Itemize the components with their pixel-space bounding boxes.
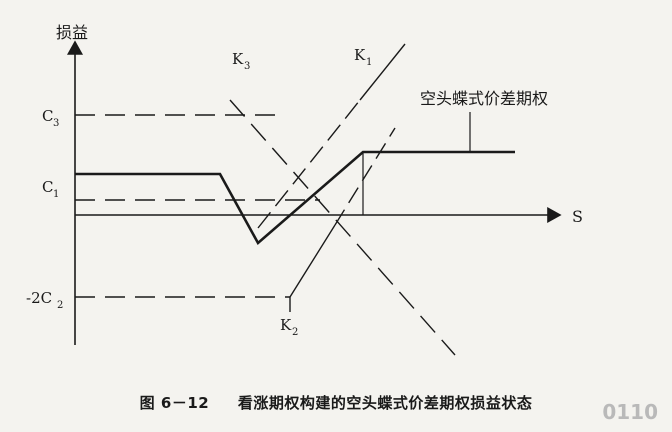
svg-text:3: 3 bbox=[53, 118, 59, 129]
figure-caption: 图 6－12 看涨期权构建的空头蝶式价差期权损益状态 bbox=[0, 392, 672, 413]
svg-text:1: 1 bbox=[366, 57, 372, 68]
y-axis-label: 损益 bbox=[56, 23, 88, 42]
k3-dashed-line bbox=[229, 99, 456, 356]
k2-label: K 2 bbox=[280, 316, 298, 338]
payoff-line bbox=[75, 150, 515, 246]
svg-text:C: C bbox=[42, 178, 53, 196]
svg-text:K: K bbox=[354, 46, 366, 64]
svg-text:2: 2 bbox=[292, 327, 298, 338]
k1-line-dashed bbox=[257, 99, 361, 229]
caption-title: 看涨期权构建的空头蝶式价差期权损益状态 bbox=[237, 394, 533, 412]
c3-label: C 3 bbox=[42, 107, 59, 129]
svg-text:-2C: -2C bbox=[26, 289, 52, 307]
k2-line bbox=[289, 224, 336, 298]
watermark: 0110 bbox=[602, 400, 658, 424]
payoff-label: 空头蝶式价差期权 bbox=[420, 89, 548, 108]
svg-text:3: 3 bbox=[244, 61, 250, 72]
payoff-diagram: 损益 S C 3 C 1 -2C 2 bbox=[26, 23, 583, 356]
k1-label: K 1 bbox=[354, 46, 372, 68]
svg-text:1: 1 bbox=[53, 189, 59, 200]
svg-text:C: C bbox=[42, 107, 53, 125]
k2-line-dashed bbox=[334, 127, 396, 226]
k1-line-solid bbox=[359, 43, 406, 101]
neg2c2-label: -2C 2 bbox=[26, 289, 63, 311]
x-axis-label: S bbox=[572, 207, 583, 226]
svg-text:K: K bbox=[280, 316, 292, 334]
svg-text:2: 2 bbox=[57, 300, 63, 311]
k3-label: K 3 bbox=[232, 50, 250, 72]
c1-label: C 1 bbox=[42, 178, 59, 200]
svg-text:K: K bbox=[232, 50, 244, 68]
caption-number: 图 6－12 bbox=[139, 394, 210, 412]
